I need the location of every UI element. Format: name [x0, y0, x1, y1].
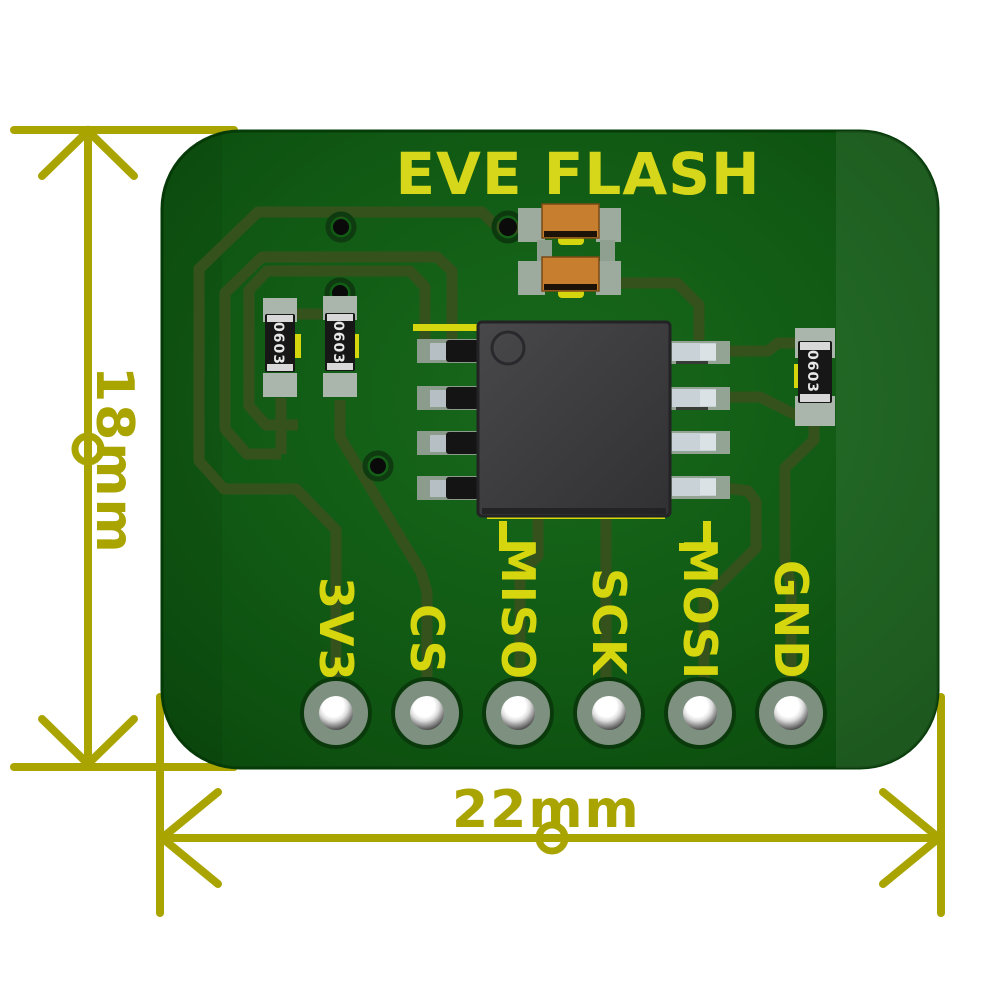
- pin-label-miso: MISO: [491, 538, 545, 681]
- chip-lead-highlight: [700, 344, 716, 360]
- chip-lead: [446, 387, 479, 409]
- width-dimension-annotation: 22mm: [155, 693, 946, 917]
- resistor-r3: 0603: [795, 328, 835, 426]
- lead-shadow: [676, 361, 708, 364]
- board-shade-band: [162, 131, 222, 768]
- smd-pad: [518, 261, 545, 295]
- resistor-marking: 0603: [330, 321, 346, 364]
- trace-capacitor: [612, 277, 705, 340]
- smd-pad: [596, 208, 621, 242]
- width-dimension-label: 22mm: [452, 780, 641, 840]
- smd-pad: [323, 373, 357, 397]
- resistor-body: [798, 341, 832, 403]
- dimension-midpoint-ring: [71, 432, 105, 466]
- pad-tab: [600, 240, 615, 262]
- resistor-body: [265, 314, 295, 372]
- capacitor-c2: [518, 256, 621, 295]
- courtyard-corner-right: [703, 521, 711, 551]
- chip-lead-foot: [430, 435, 448, 452]
- trace-mosi: [698, 481, 762, 700]
- trace-loop-inner: [243, 265, 431, 431]
- chip-lead-highlight: [700, 390, 716, 406]
- resistor-terminal: [327, 314, 353, 321]
- pin-label-sck: SCK: [582, 568, 636, 677]
- silkscreen: EVE FLASH: [294, 140, 801, 551]
- chip-lead-highlight: [700, 479, 716, 495]
- arrowhead-right-icon: [879, 788, 946, 888]
- pin-label-cs: CS: [400, 604, 454, 676]
- hole-3v3: [300, 677, 372, 749]
- board-title: EVE FLASH: [395, 140, 760, 208]
- resistor-marking: 0603: [270, 322, 286, 365]
- pin-label-mosi: MOSI: [673, 538, 727, 681]
- resistor-silk-mark: [352, 334, 359, 358]
- chip-body-bevel: [482, 508, 666, 514]
- chip-lead: [446, 432, 479, 454]
- capacitor-body-shadow: [544, 231, 597, 237]
- smd-pad: [518, 208, 545, 242]
- arrowhead-left-icon: [155, 788, 222, 888]
- chip-lead-foot: [430, 390, 448, 407]
- chip-lead-highlight: [700, 434, 716, 450]
- pin-label-3v3: 3V3: [309, 577, 363, 683]
- courtyard-corner-left: [499, 543, 531, 551]
- trace-loop-middle: [219, 251, 458, 460]
- arrowhead-up-icon: [38, 125, 138, 180]
- smd-pad: [263, 373, 297, 397]
- resistor-body: [325, 313, 355, 371]
- pin-label-gnd: GND: [764, 560, 818, 680]
- chip-lead-foot: [430, 480, 448, 497]
- trace-gnd: [779, 424, 820, 700]
- chip-lead: [446, 340, 479, 362]
- courtyard-corner-right: [679, 543, 711, 551]
- via: [362, 450, 394, 482]
- resistor-r2: 0603: [323, 296, 357, 397]
- trace-miso: [514, 516, 544, 700]
- resistor-silk-mark: [294, 334, 301, 358]
- courtyard-corner-left: [499, 521, 507, 551]
- resistor-r1: 0603: [263, 298, 297, 397]
- through-holes: [300, 677, 827, 749]
- capacitor-c1: [518, 203, 621, 262]
- hole-mosi: [664, 677, 736, 749]
- pin-labels: 3V3 CS MISO SCK MOSI GND: [309, 538, 818, 683]
- hole-sck: [573, 677, 645, 749]
- pin1-silk-line: [413, 324, 477, 331]
- flash-chip: [417, 320, 730, 518]
- dimension-midpoint-ring: [535, 821, 569, 855]
- resistor-terminal: [267, 364, 293, 371]
- copper-traces: [193, 206, 820, 700]
- chip-lead-foot: [430, 343, 448, 360]
- board-light-band: [836, 131, 938, 768]
- lead-shadow: [676, 407, 708, 410]
- height-dimension-annotation: 18mm: [10, 125, 238, 771]
- trace-3v3: [193, 206, 519, 700]
- resistor-terminal: [267, 315, 293, 322]
- resistor-terminal: [800, 394, 830, 402]
- chip-right-pins: [670, 341, 730, 499]
- capacitor-body-shadow: [544, 284, 597, 290]
- chip-body: [476, 320, 672, 518]
- arrowhead-down-icon: [38, 715, 138, 770]
- resistor-terminal: [327, 363, 353, 370]
- chip-lead: [446, 477, 479, 499]
- smd-pad: [596, 261, 621, 295]
- pin1-dimple-icon: [490, 330, 526, 366]
- hole-miso: [482, 677, 554, 749]
- chip-left-pins: [417, 339, 479, 500]
- via: [325, 211, 357, 243]
- resistor-terminal: [800, 342, 830, 350]
- resistor-silk-mark: [794, 364, 801, 388]
- hole-cs: [391, 677, 463, 749]
- height-dimension-label: 18mm: [84, 366, 144, 555]
- resistor-marking: 0603: [804, 350, 820, 393]
- trace-cs: [334, 400, 433, 700]
- hole-gnd: [755, 677, 827, 749]
